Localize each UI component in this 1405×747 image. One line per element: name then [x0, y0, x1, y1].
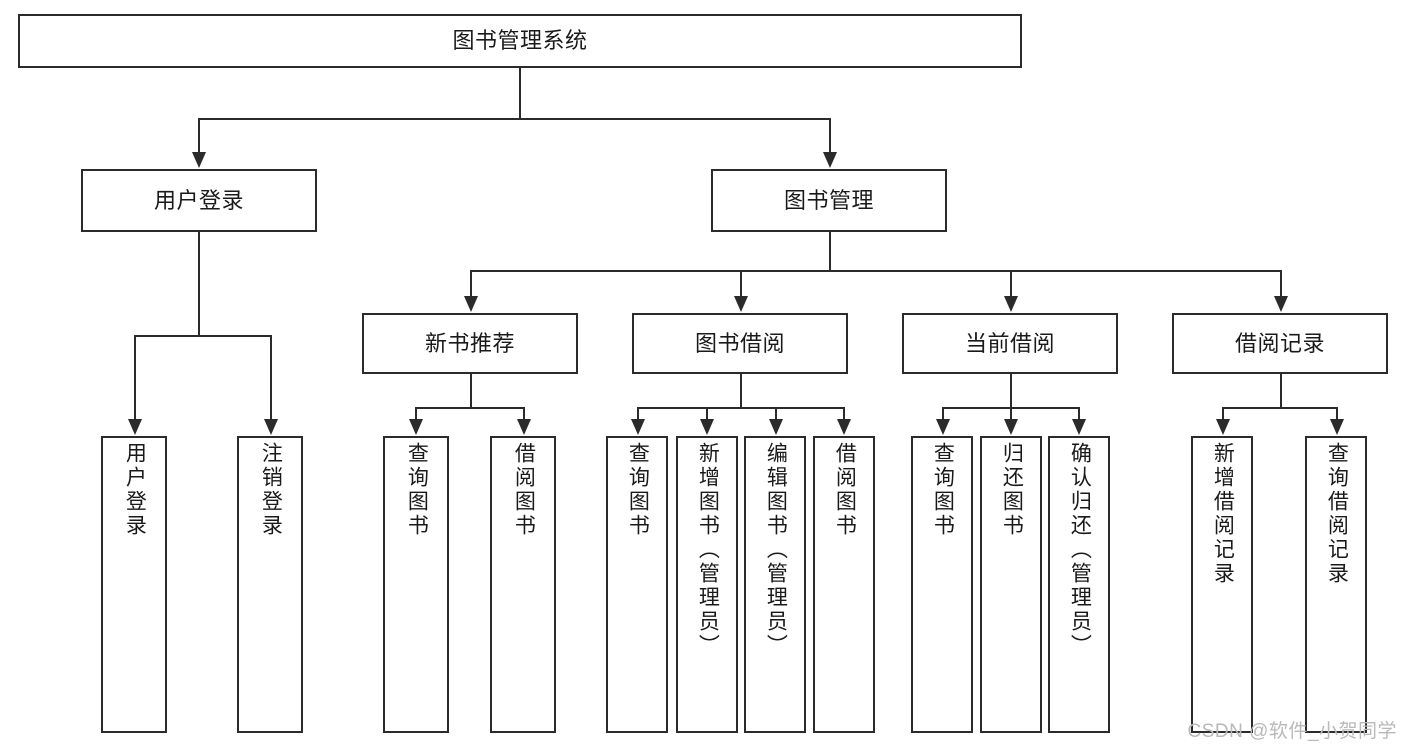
leaf-user-logout-label: 注销登录: [259, 442, 283, 538]
node-user-login[interactable]: 用户登录: [81, 169, 317, 232]
connector-borrow-record-stem: [1280, 374, 1282, 407]
node-book-borrow[interactable]: 图书借阅: [632, 313, 848, 374]
connector-level2-drop-2: [829, 118, 831, 154]
leaf-return-book[interactable]: 归还图书: [980, 436, 1042, 733]
connector-borrow-record-drop-2: [1336, 407, 1338, 421]
node-book-management[interactable]: 图书管理: [711, 169, 947, 232]
arrowhead-current-borrow-2: [1004, 419, 1018, 435]
connector-new-book-stem: [470, 374, 472, 407]
leaf-return-book-label: 归还图书: [1000, 442, 1024, 538]
arrowhead-user-login-1: [128, 419, 142, 435]
leaf-confirm-return-admin-label: 确认归还（管理员）: [1068, 442, 1092, 658]
leaf-book-borrow-query[interactable]: 查询图书: [606, 436, 668, 733]
leaf-book-borrow-action[interactable]: 借阅图书: [813, 436, 875, 733]
connector-book-borrow-drop-1: [637, 407, 639, 421]
node-current-borrow-label: 当前借阅: [964, 330, 1055, 356]
leaf-book-borrow-action-label: 借阅图书: [833, 442, 857, 538]
connector-level3-drop-3: [1010, 270, 1012, 298]
leaf-add-borrow-record[interactable]: 新增借阅记录: [1191, 436, 1253, 733]
node-book-borrow-label: 图书借阅: [694, 330, 785, 356]
leaf-user-logout[interactable]: 注销登录: [237, 436, 303, 733]
connector-level3-bar: [470, 270, 1280, 272]
leaf-current-query-book[interactable]: 查询图书: [911, 436, 973, 733]
arrowhead-new-book-2: [517, 419, 531, 435]
connector-current-borrow-stem: [1010, 374, 1012, 407]
leaf-query-borrow-record[interactable]: 查询借阅记录: [1305, 436, 1367, 733]
connector-current-borrow-drop-3: [1078, 407, 1080, 421]
leaf-current-query-book-label: 查询图书: [931, 442, 955, 538]
node-borrow-record-label: 借阅记录: [1234, 330, 1325, 356]
connector-new-book-bar: [415, 407, 525, 409]
connector-borrow-record-bar: [1222, 407, 1338, 409]
arrowhead-new-book-1: [409, 419, 423, 435]
node-root-label: 图书管理系统: [452, 28, 588, 54]
arrowhead-book-borrow-2: [700, 419, 714, 435]
connector-level2-drop-1: [198, 118, 200, 154]
connector-level3-drop-2: [740, 270, 742, 298]
arrowhead-current-borrow-3: [1072, 419, 1086, 435]
node-new-book-recommend[interactable]: 新书推荐: [362, 313, 578, 374]
arrowhead-level3-2: [734, 296, 748, 312]
arrowhead-level3-1: [464, 296, 478, 312]
arrowhead-current-borrow-1: [936, 419, 950, 435]
node-current-borrow[interactable]: 当前借阅: [902, 313, 1118, 374]
arrowhead-user-login-2: [264, 419, 278, 435]
connector-book-borrow-bar: [637, 407, 845, 409]
csdn-watermark: CSDN @软件_小贺同学: [1187, 721, 1397, 742]
connector-level3-drop-4: [1280, 270, 1282, 298]
connector-user-login-drop-2: [270, 335, 272, 421]
connector-current-borrow-drop-1: [942, 407, 944, 421]
leaf-book-edit-admin[interactable]: 编辑图书（管理员）: [744, 436, 806, 733]
arrowhead-book-borrow-3: [769, 419, 783, 435]
leaf-new-book-borrow-label: 借阅图书: [512, 442, 536, 538]
connector-new-book-drop-2: [523, 407, 525, 421]
leaf-book-borrow-query-label: 查询图书: [626, 442, 650, 538]
leaf-query-borrow-record-label: 查询借阅记录: [1325, 442, 1349, 586]
leaf-user-login-label: 用户登录: [123, 442, 147, 538]
node-user-login-label: 用户登录: [153, 187, 244, 213]
leaf-new-book-query-label: 查询图书: [405, 442, 429, 538]
arrowhead-borrow-record-2: [1330, 419, 1344, 435]
connector-new-book-drop-1: [415, 407, 417, 421]
leaf-book-edit-admin-label: 编辑图书（管理员）: [764, 442, 788, 658]
connector-level3-drop-1: [470, 270, 472, 298]
connector-level2-bar: [198, 118, 831, 120]
arrowhead-borrow-record-1: [1216, 419, 1230, 435]
leaf-book-add-admin-label: 新增图书（管理员）: [696, 442, 720, 658]
connector-root-stem: [519, 68, 521, 118]
arrowhead-level3-4: [1274, 296, 1288, 312]
connector-book-borrow-drop-3: [775, 407, 777, 421]
connector-book-borrow-stem: [740, 374, 742, 407]
node-book-management-label: 图书管理: [783, 187, 874, 213]
connector-borrow-record-drop-1: [1222, 407, 1224, 421]
arrowhead-level2-2: [823, 152, 837, 168]
arrowhead-level2-1: [192, 152, 206, 168]
leaf-new-book-query[interactable]: 查询图书: [383, 436, 449, 733]
arrowhead-level3-3: [1004, 296, 1018, 312]
leaf-add-borrow-record-label: 新增借阅记录: [1211, 442, 1235, 586]
leaf-book-add-admin[interactable]: 新增图书（管理员）: [676, 436, 738, 733]
connector-user-login-drop-1: [134, 335, 136, 421]
leaf-user-login[interactable]: 用户登录: [101, 436, 167, 733]
arrowhead-book-borrow-4: [837, 419, 851, 435]
node-new-book-recommend-label: 新书推荐: [424, 330, 515, 356]
leaf-new-book-borrow[interactable]: 借阅图书: [490, 436, 556, 733]
arrowhead-book-borrow-1: [631, 419, 645, 435]
node-root[interactable]: 图书管理系统: [18, 14, 1022, 68]
connector-book-borrow-drop-4: [843, 407, 845, 421]
leaf-confirm-return-admin[interactable]: 确认归还（管理员）: [1048, 436, 1110, 733]
connector-user-login-bar: [134, 335, 272, 337]
connector-current-borrow-drop-2: [1010, 407, 1012, 421]
connector-book-management-stem: [829, 232, 831, 270]
connector-user-login-stem: [198, 232, 200, 335]
connector-book-borrow-drop-2: [706, 407, 708, 421]
node-borrow-record[interactable]: 借阅记录: [1172, 313, 1388, 374]
